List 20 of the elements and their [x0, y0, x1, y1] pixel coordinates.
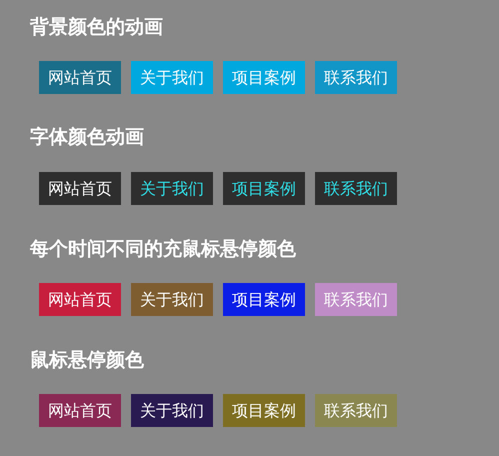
menu-button: 关于我们 [131, 283, 213, 316]
menu-button: 网站首页 [39, 172, 121, 205]
section-heading: 鼠标悬停颜色 [30, 348, 144, 372]
menu-button: 关于我们 [131, 394, 213, 427]
menu-button: 项目案例 [223, 394, 305, 427]
menu-button: 网站首页 [39, 394, 121, 427]
menu-button: 联系我们 [315, 172, 397, 205]
menu-button: 网站首页 [39, 283, 121, 316]
menu-button: 关于我们 [131, 172, 213, 205]
section-heading: 每个时间不同的充鼠标悬停颜色 [30, 237, 296, 261]
section-heading: 字体颜色动画 [30, 125, 144, 149]
menu-button: 项目案例 [223, 61, 305, 94]
menu-button: 网站首页 [39, 61, 121, 94]
menu-button: 联系我们 [315, 394, 397, 427]
menu-button: 关于我们 [131, 61, 213, 94]
menu-button: 联系我们 [315, 283, 397, 316]
menu-button: 联系我们 [315, 61, 397, 94]
menu-button: 项目案例 [223, 172, 305, 205]
section-heading: 背景颜色的动画 [30, 15, 163, 39]
menu-button: 项目案例 [223, 283, 305, 316]
